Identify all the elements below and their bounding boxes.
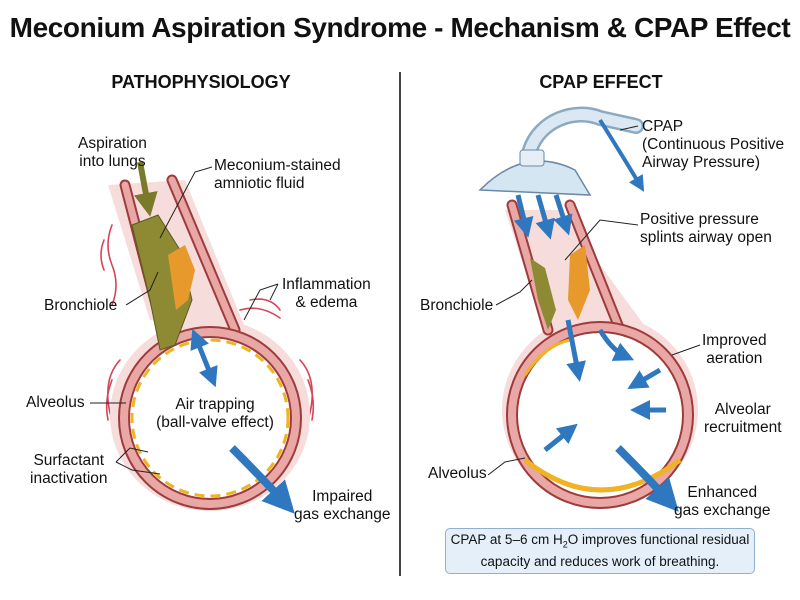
note-line-2: capacity and reduces work of breathing. — [480, 554, 720, 570]
pathophysiology-heading: PATHOPHYSIOLOGY — [111, 72, 291, 92]
inflammation-label: Inflammation& edema — [282, 276, 371, 311]
air-trapping-label: Air trapping(ball-valve effect) — [156, 396, 274, 431]
left-alveolus-label: Alveolus — [26, 394, 85, 411]
right-bronchiole-label: Bronchiole — [420, 297, 494, 314]
page-title: Meconium Aspiration Syndrome - Mechanism… — [9, 12, 791, 43]
left-bronchiole-label: Bronchiole — [44, 297, 118, 314]
cpap-effect-heading: CPAP EFFECT — [539, 72, 663, 92]
cpap-note-box: CPAP at 5–6 cm H2O improves functional r… — [445, 528, 755, 574]
note-line-1: CPAP at 5–6 cm H2O improves functional r… — [450, 531, 750, 550]
left-alveolus-drawing — [90, 161, 315, 514]
right-alveolus-drawing — [478, 106, 701, 512]
right-alveolus-label: Alveolus — [428, 465, 487, 482]
panel-divider — [399, 72, 401, 576]
